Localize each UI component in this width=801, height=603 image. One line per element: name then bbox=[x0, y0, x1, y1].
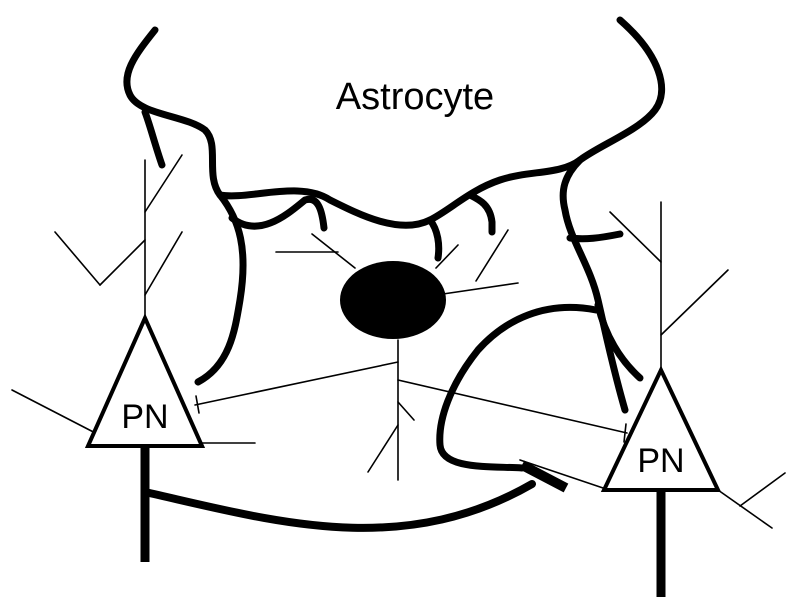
pv-dendrite bbox=[443, 283, 518, 294]
astrocyte-outline bbox=[127, 20, 662, 225]
pn-right-dendrite-branch bbox=[661, 270, 728, 335]
pn-left-label: PN bbox=[121, 398, 168, 436]
pn-right: PN bbox=[440, 202, 785, 597]
astrocyte-process-mid bbox=[430, 220, 439, 258]
astrocyte-process-mid-right bbox=[470, 195, 492, 232]
pn-left-dendrite-branch bbox=[55, 232, 100, 285]
pn-left-basal-dendrite bbox=[12, 390, 105, 438]
pv-axon-to-left-pn bbox=[195, 362, 398, 405]
pv-axon-to-right-pn bbox=[398, 380, 627, 433]
pv-dendrite bbox=[312, 234, 355, 268]
astrocyte-process-right-small bbox=[570, 234, 620, 239]
pn-right-incoming-axon bbox=[440, 307, 596, 468]
pn-right-label: PN bbox=[637, 442, 684, 480]
pv-inhibitory-terminal-right bbox=[624, 424, 626, 442]
pv-axon-branch bbox=[398, 402, 414, 420]
pn-left-axon-collateral bbox=[145, 484, 532, 528]
pn-left-dendrite-branch bbox=[145, 232, 182, 295]
pv-label: PV bbox=[366, 281, 420, 325]
astrocyte-process-mid-left bbox=[232, 199, 324, 228]
pv-axon-branch bbox=[368, 425, 398, 472]
pn-right-basal-dendrite bbox=[718, 490, 772, 528]
astrocyte-process-right-to-pn bbox=[563, 160, 625, 410]
pn-right-basal-dendrite bbox=[740, 473, 785, 506]
pv-dendrite bbox=[476, 230, 508, 281]
pv-interneuron: PV bbox=[195, 230, 627, 480]
pn-left-dendrite-branch bbox=[100, 240, 145, 285]
astrocyte-process-left-upper bbox=[145, 112, 162, 165]
astrocyte-label: Astrocyte bbox=[336, 76, 494, 118]
